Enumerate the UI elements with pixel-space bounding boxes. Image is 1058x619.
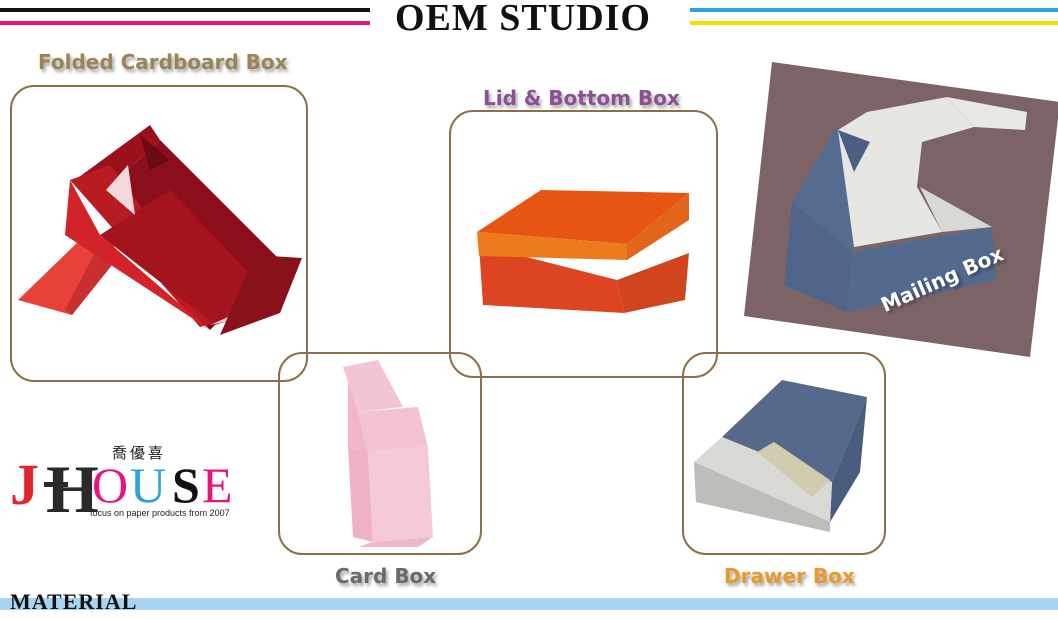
logo-tagline: focus on paper products from 2007: [90, 508, 230, 518]
card-box-illustration: [343, 360, 433, 547]
svg-text:E: E: [202, 457, 233, 513]
page-title: OEM STUDIO: [395, 0, 651, 39]
svg-text:S: S: [172, 457, 200, 513]
header-bar-cyan-right: [690, 8, 1058, 12]
header-bar-black-left: [0, 8, 370, 12]
footer-bar-light-blue: [0, 598, 1058, 610]
header-bar-yellow-right: [690, 21, 1058, 25]
drawer-box-label: Drawer Box: [724, 564, 855, 588]
svg-text:H: H: [46, 451, 99, 527]
folded-box-label: Folded Cardboard Box: [38, 50, 288, 74]
header-bar-magenta-left: [0, 21, 370, 25]
mailing-box-illustration: [744, 62, 1058, 357]
drawer-box-frame: [682, 352, 886, 555]
lid-box-illustration: [477, 190, 689, 313]
drawer-box-illustration: [694, 380, 867, 532]
card-box-label: Card Box: [335, 564, 437, 588]
lid-box-frame: [449, 110, 718, 378]
logo-wordmark-graphic: J H O U S E: [10, 451, 233, 527]
folded-box-frame: [10, 85, 308, 382]
folded-box-illustration: [18, 125, 302, 335]
svg-text:J: J: [10, 452, 39, 517]
lid-box-label: Lid & Bottom Box: [483, 86, 680, 110]
svg-text:U: U: [130, 457, 166, 513]
svg-text:O: O: [92, 457, 128, 513]
logo-chinese: 喬優喜: [112, 444, 167, 462]
card-box-frame: [278, 352, 482, 555]
footer-material-label: MATERIAL: [10, 589, 138, 614]
jhouse-logo: 喬優喜 J H O U S E focus on paper products …: [10, 440, 250, 527]
